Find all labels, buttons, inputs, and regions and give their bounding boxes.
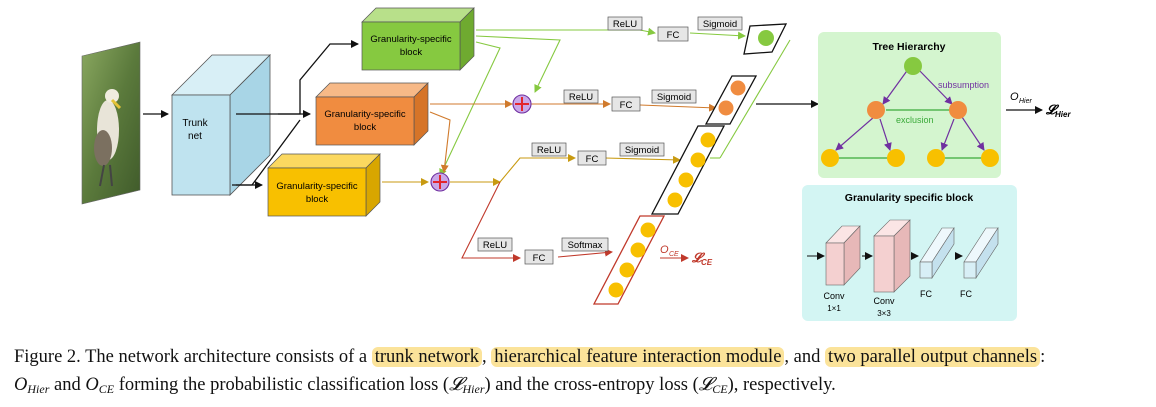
- sigmoid-box-yellow: Sigmoid: [619, 142, 665, 157]
- relu-label: ReLU: [537, 145, 561, 156]
- exclusion-label: exclusion: [896, 115, 934, 125]
- tree-mid-node: [949, 101, 967, 119]
- tree-hierarchy-panel: Tree Hierarchy subsumption exclusion: [818, 32, 1001, 178]
- fc-box-ce: FC: [524, 249, 554, 265]
- relu-label: ReLU: [569, 92, 593, 103]
- conv3-label-2: 3×3: [877, 309, 891, 318]
- yellow-flow: [382, 154, 681, 186]
- fc-label: FC: [667, 30, 680, 41]
- sigmoid-box-orange: Sigmoid: [651, 89, 697, 104]
- conv1-label-2: 1×1: [827, 304, 841, 313]
- svg-text:Hier: Hier: [1019, 98, 1033, 105]
- gsb-yellow: Granularity-specific block: [267, 153, 381, 217]
- softmax-box-ce: Softmax: [561, 237, 609, 252]
- gsb-green-label-2: block: [400, 47, 422, 58]
- fc2-label: FC: [960, 289, 972, 299]
- softmax-label: Softmax: [568, 240, 603, 251]
- trunk-net: Trunk net: [171, 54, 271, 196]
- conv1-label-1: Conv: [823, 291, 845, 301]
- fc-label: FC: [620, 100, 633, 111]
- figure-caption: Figure 2. The network architecture consi…: [14, 344, 1150, 403]
- highlight-trunk-network: trunk network: [371, 347, 483, 367]
- gsb-yellow-label-1: Granularity-specific: [276, 181, 358, 192]
- conv1x1-layer: [825, 225, 861, 286]
- gsb-orange-label-1: Granularity-specific: [324, 109, 406, 120]
- fc-label: FC: [533, 253, 546, 264]
- architecture-diagram: Trunk net Granularity-specific block Gra…: [81, 7, 1071, 321]
- gsb-yellow-label-2: block: [306, 194, 328, 205]
- fc1-label: FC: [920, 289, 932, 299]
- relu-box-green: ReLU: [607, 16, 643, 31]
- caption-line-1: Figure 2. The network architecture consi…: [14, 347, 1046, 367]
- highlight-output-channels: two parallel output channels: [825, 347, 1041, 367]
- l-hier-label: 𝓛 Hier: [1045, 102, 1071, 119]
- l-ce-label: 𝓛 CE: [691, 250, 713, 267]
- highlight-interaction-module: hierarchical feature interaction module: [491, 347, 785, 367]
- relu-box-ce: ReLU: [477, 237, 513, 252]
- o-ce-label: O CE: [660, 244, 679, 258]
- gsb-orange-label-2: block: [354, 122, 376, 133]
- plus-node-yellow: [430, 172, 450, 192]
- tree-leaf-node: [887, 149, 905, 167]
- fc-layer-2: [963, 226, 999, 280]
- tree-mid-node: [867, 101, 885, 119]
- yellow-output-stack: [650, 125, 726, 215]
- trunk-label-1: Trunk: [182, 118, 208, 129]
- fc-box-yellow: FC: [577, 150, 607, 166]
- green-output-stack: [743, 23, 788, 55]
- fc-layer-1: [919, 226, 955, 280]
- relu-box-yellow: ReLU: [531, 142, 567, 157]
- plus-node-orange: [512, 94, 532, 114]
- svg-text:Hier: Hier: [1055, 110, 1071, 119]
- sigmoid-label: Sigmoid: [657, 92, 691, 103]
- sigmoid-label: Sigmoid: [625, 145, 659, 156]
- caption-line-2: OHier and OCE forming the probabilistic …: [14, 374, 836, 396]
- o-hier-label: O Hier: [1010, 91, 1033, 105]
- gsb-detail-panel: Granularity specific block Conv 1×1 Conv: [802, 185, 1017, 321]
- sigmoid-label: Sigmoid: [703, 19, 737, 30]
- input-image: [81, 41, 141, 205]
- svg-text:CE: CE: [701, 258, 713, 267]
- gsb-green-label-1: Granularity-specific: [370, 34, 452, 45]
- trunk-to-green-arrow: [278, 40, 359, 115]
- trunk-label-2: net: [188, 131, 202, 142]
- tree-root-node: [904, 57, 922, 75]
- gsb-orange: Granularity-specific block: [315, 82, 429, 146]
- svg-text:O: O: [660, 244, 669, 256]
- orange-output-stack: [704, 75, 758, 125]
- tree-leaf-node: [821, 149, 839, 167]
- fc-box-orange: FC: [611, 96, 641, 112]
- svg-text:CE: CE: [669, 251, 679, 258]
- gsb-green: Granularity-specific block: [361, 7, 475, 71]
- conv3x3-layer: [873, 219, 911, 293]
- relu-box-orange: ReLU: [563, 89, 599, 104]
- tree-title: Tree Hierarchy: [873, 41, 946, 53]
- orange-flow: [429, 100, 717, 173]
- subsumption-label: subsumption: [938, 80, 989, 90]
- svg-text:O: O: [1010, 91, 1019, 103]
- tree-leaf-node: [927, 149, 945, 167]
- ce-flow: [461, 181, 613, 262]
- tree-leaf-node: [981, 149, 999, 167]
- relu-label: ReLU: [483, 240, 507, 251]
- fc-box-green: FC: [657, 26, 689, 42]
- ce-output-stack: [592, 215, 666, 305]
- relu-label: ReLU: [613, 19, 637, 30]
- fc-label: FC: [586, 154, 599, 165]
- conv3-label-1: Conv: [873, 296, 895, 306]
- gsb-panel-title: Granularity specific block: [845, 192, 974, 204]
- sigmoid-box-green: Sigmoid: [697, 16, 743, 31]
